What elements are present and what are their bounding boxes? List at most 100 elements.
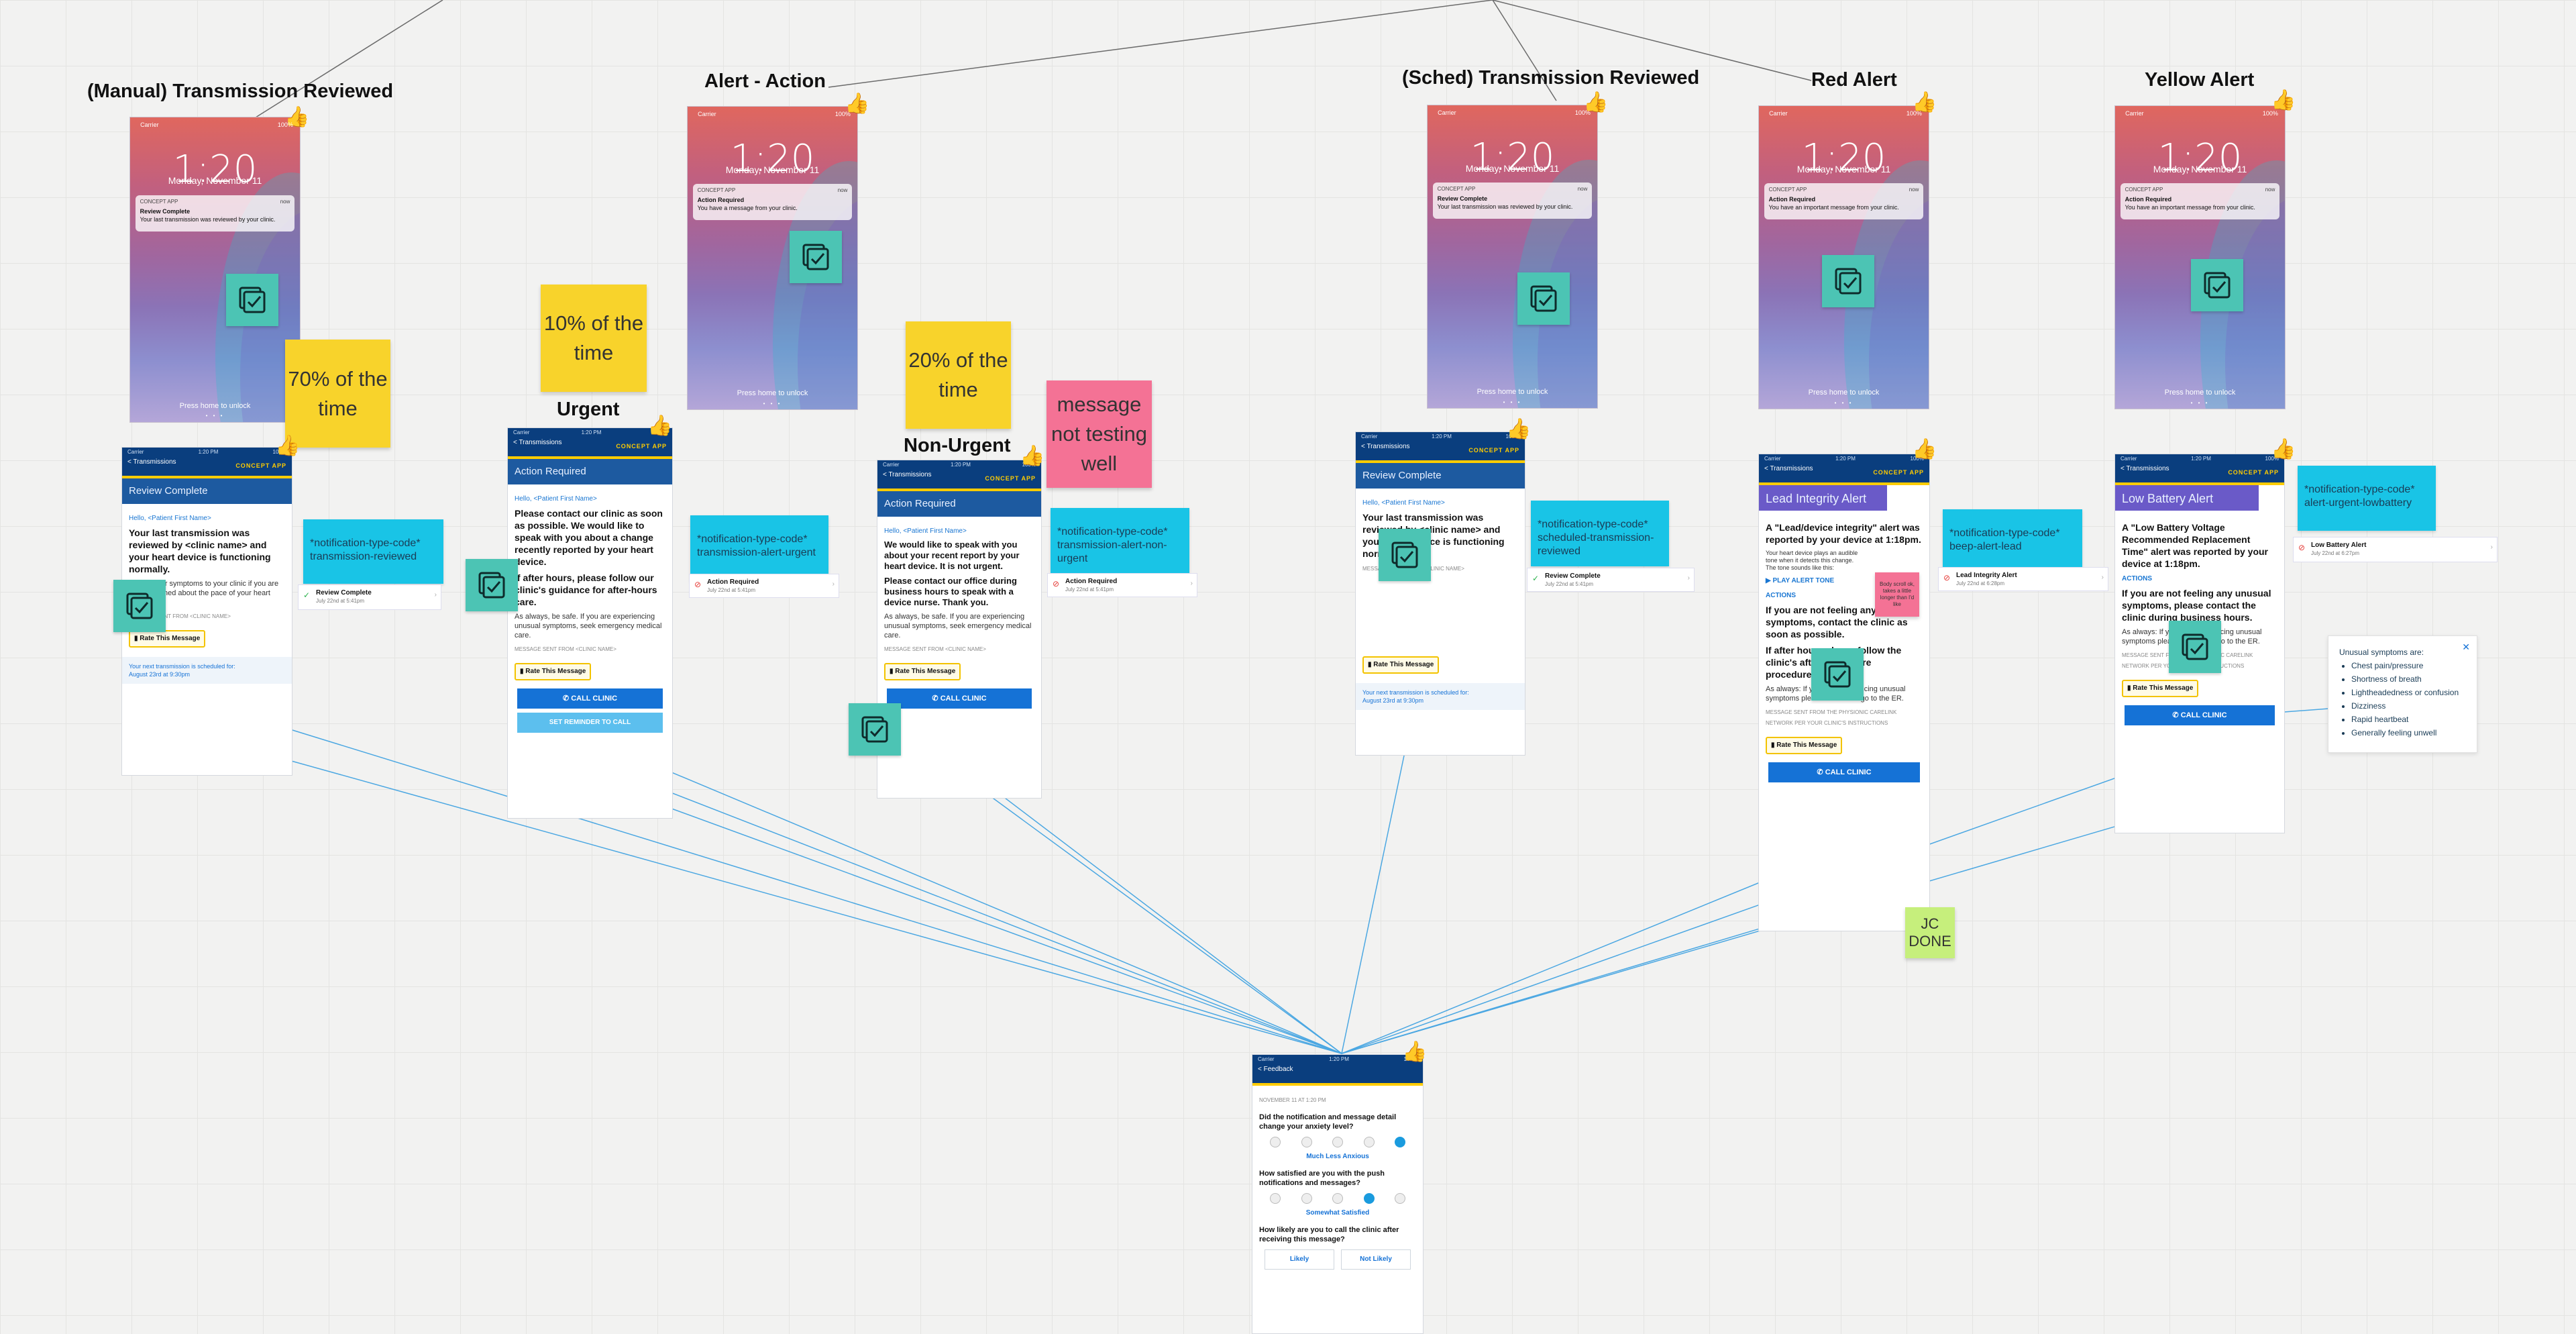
sticky-note-not-testing[interactable]: message not testing well [1046,380,1152,488]
not-likely-button[interactable]: Not Likely [1341,1249,1411,1270]
set-reminder-button[interactable]: SET REMINDER TO CALL [517,713,663,733]
heading-sched: (Sched) Transmission Reviewed [1402,67,1700,89]
face-icon[interactable] [1270,1193,1281,1204]
thumbs-up-icon[interactable]: 👍 [845,93,870,115]
tone-description: Your heart device plays an audible tone … [1766,550,1858,571]
rate-message-button[interactable]: ▮ Rate This Message [1766,737,1843,754]
code-note-sched[interactable]: *notification-type-code* scheduled-trans… [1531,501,1669,566]
back-link[interactable]: < Transmissions [2121,465,2169,472]
back-link[interactable]: < Transmissions [1764,465,1813,472]
checkmark-stamp-icon[interactable] [790,231,842,283]
popup-title: Unusual symptoms are: [2339,648,2424,657]
face-icon[interactable] [1301,1137,1312,1147]
actions-label: ACTIONS [1766,592,1796,599]
code-note-red[interactable]: *notification-type-code* beep-alert-lead [1943,509,2082,568]
rate-message-button[interactable]: ▮ Rate This Message [2122,680,2199,697]
code-note-urgent[interactable]: *notification-type-code* transmission-al… [690,515,828,581]
thumbs-up-icon[interactable]: 👍 [1912,438,1937,460]
face-icon[interactable] [1332,1193,1343,1204]
back-link[interactable]: < Transmissions [883,471,932,478]
thumbs-up-icon[interactable]: 👍 [284,106,310,128]
face-icon-selected[interactable] [1363,1193,1375,1204]
code-note-yellow[interactable]: *notification-type-code* alert-urgent-lo… [2298,466,2436,531]
list-item-action-required-non-urgent[interactable]: ⊘ Action Required July 22nd at 5:41pm › [1047,573,1197,597]
face-icon[interactable] [1270,1137,1281,1147]
page-dots: • • • [2190,399,2210,406]
checkmark-stamp-icon[interactable] [226,274,278,326]
notif-now: now [837,187,848,193]
checkmark-stamp-icon[interactable] [849,703,901,756]
back-link[interactable]: < Transmissions [1361,443,1410,450]
call-clinic-button[interactable]: ✆ CALL CLINIC [887,688,1032,709]
thumbs-up-icon[interactable]: 👍 [1912,91,1937,113]
face-icon[interactable] [1395,1193,1405,1204]
back-link[interactable]: < Transmissions [127,458,176,466]
checkmark-stamp-icon[interactable] [1811,648,1864,701]
checkmark-stamp-icon[interactable] [2191,259,2243,311]
thumbs-up-icon[interactable]: 👍 [1506,418,1532,440]
list-item-action-required-urgent[interactable]: ⊘ Action Required July 22nd at 5:41pm › [689,574,839,598]
back-link[interactable]: < Transmissions [513,439,562,446]
rate-message-button[interactable]: ▮ Rate This Message [1362,656,1440,674]
close-icon[interactable]: ✕ [2462,642,2470,652]
chevron-right-icon: › [832,580,835,588]
list-item-review-complete[interactable]: ✓ Review Complete July 22nd at 5:41pm › [298,584,441,610]
thumbs-up-icon[interactable]: 👍 [2271,438,2296,460]
rate-message-button[interactable]: ▮ Rate This Message [515,663,592,680]
face-icon[interactable] [1301,1193,1312,1204]
likely-button[interactable]: Likely [1265,1249,1334,1270]
rate-message-button[interactable]: ▮ Rate This Message [884,663,961,680]
checkmark-stamp-icon[interactable] [1379,529,1431,581]
thumbs-up-icon[interactable]: 👍 [1583,91,1609,113]
thumbs-up-icon[interactable]: 👍 [2271,89,2296,111]
thumbs-up-icon[interactable]: 👍 [275,435,301,457]
checkmark-stamp-icon[interactable] [113,580,166,632]
thumbs-up-icon[interactable]: 👍 [1402,1041,1428,1063]
code-note-manual[interactable]: *notification-type-code* transmission-re… [303,519,443,584]
call-clinic-button[interactable]: ✆ CALL CLINIC [2125,705,2275,725]
call-clinic-button[interactable]: ✆ CALL CLINIC [517,688,663,709]
lock-carrier: Carrier [1769,109,1788,117]
sticky-note-scroll[interactable]: Body scroll ok, takes a little longer th… [1875,572,1919,617]
sticky-note-20[interactable]: 20% of the time [906,321,1011,429]
status-carrier: Carrier [1258,1056,1275,1062]
anxiety-scale[interactable] [1259,1137,1416,1147]
checkmark-stamp-icon[interactable] [1822,255,1874,307]
status-battery: 100% [272,449,286,455]
symptom-item: Lightheadedness or confusion [2351,686,2466,699]
checkmark-stamp-icon[interactable] [466,559,518,611]
play-alert-tone-button[interactable]: ▶ PLAY ALERT TONE [1766,576,1923,586]
face-icon[interactable] [1363,1137,1375,1147]
rate-message-button[interactable]: ▮ Rate This Message [129,630,206,648]
sticky-note-10[interactable]: 10% of the time [541,285,647,392]
code-note-non-urgent[interactable]: *notification-type-code* transmission-al… [1051,508,1189,573]
notif-title: Review Complete [1437,195,1488,202]
face-icon-selected[interactable] [1395,1137,1405,1147]
list-item-low-battery[interactable]: ⊘ Low Battery Alert July 22nd at 6:27pm … [2293,537,2498,562]
list-item-review-complete-sched[interactable]: ✓ Review Complete July 22nd at 5:41pm › [1527,568,1695,592]
sticky-note-70[interactable]: 70% of the time [285,340,390,448]
status-battery: 100% [653,429,667,435]
face-icon[interactable] [1332,1137,1343,1147]
next-label: Your next transmission is scheduled for: [1362,689,1469,696]
call-clinic-button[interactable]: ✆ CALL CLINIC [1768,762,1920,782]
yellow-divider [508,456,672,459]
after-hours-message: If after hours, please follow our clinic… [515,572,657,607]
item-date: July 22nd at 5:41pm [316,598,365,604]
list-item-lead-integrity[interactable]: ⊘ Lead Integrity Alert July 22nd at 6:28… [1938,567,2108,591]
thumbs-up-icon[interactable]: 👍 [1020,445,1045,467]
thumbs-up-icon[interactable]: 👍 [647,415,673,437]
rate-label: Rate This Message [525,668,586,675]
play-label: PLAY ALERT TONE [1772,577,1835,584]
satisfaction-scale[interactable] [1259,1193,1416,1204]
back-link[interactable]: < Feedback [1258,1066,1293,1073]
checkmark-stamp-icon[interactable] [2169,621,2221,673]
checkmark-stamp-icon[interactable] [1517,272,1570,325]
sticky-note-jc-done[interactable]: JC DONE [1905,907,1955,958]
lock-carrier: Carrier [2125,109,2144,117]
